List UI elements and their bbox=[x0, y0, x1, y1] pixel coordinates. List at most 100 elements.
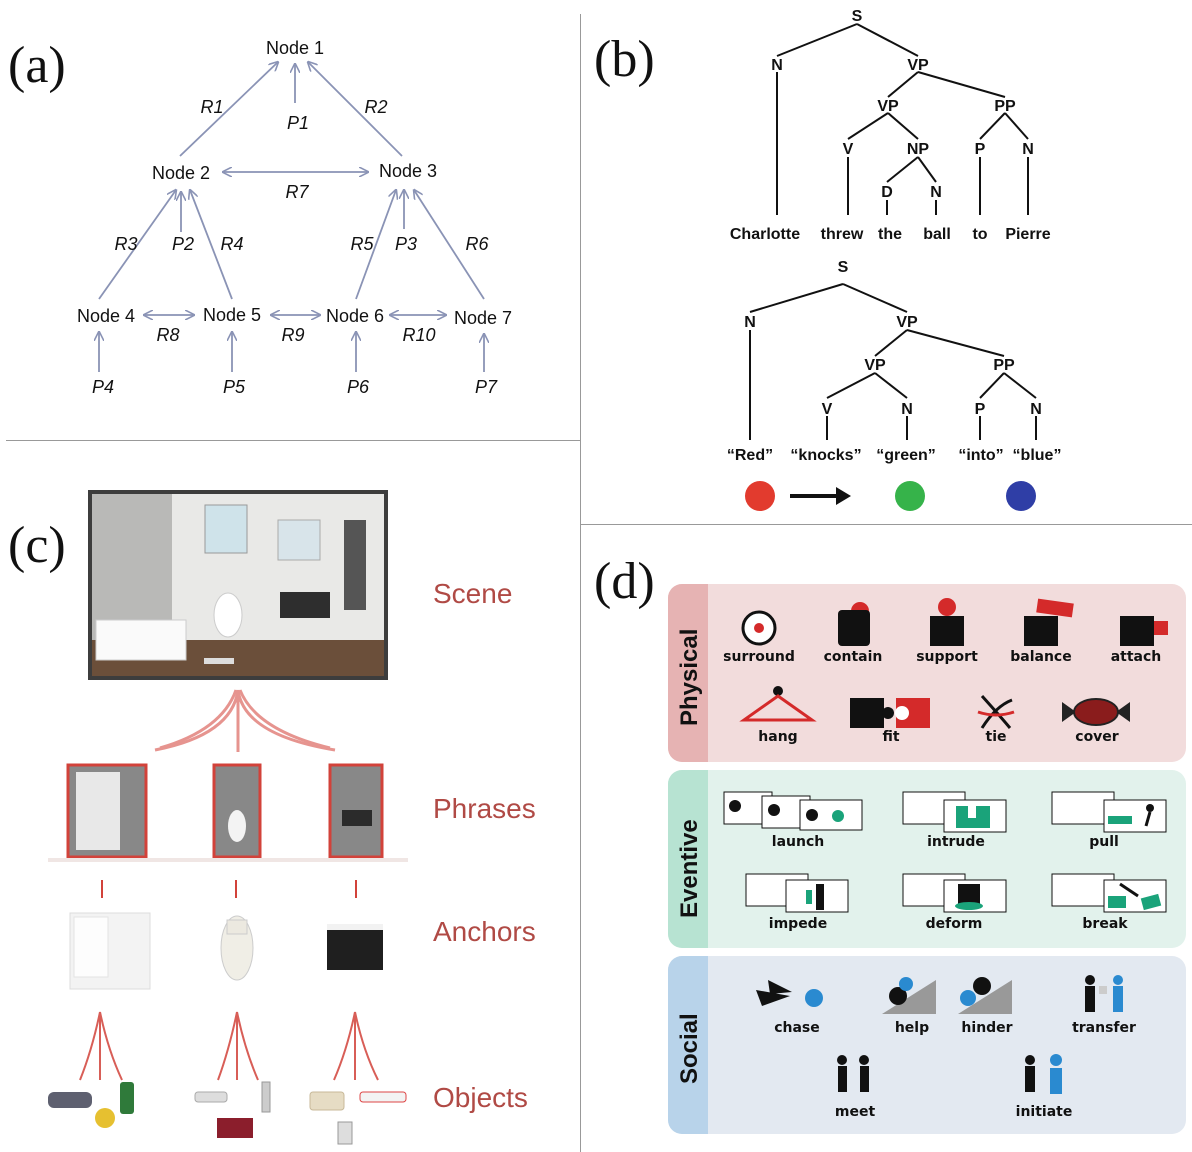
node-4: Node 4 bbox=[77, 306, 135, 326]
t2-word-1: “Red” bbox=[727, 447, 773, 464]
edge-r1 bbox=[179, 62, 278, 157]
support-icon bbox=[930, 598, 964, 646]
t1-np: NP bbox=[907, 141, 930, 158]
node-6: Node 6 bbox=[326, 306, 384, 326]
caption-meet: meet bbox=[834, 1104, 876, 1120]
parse-tree-2 bbox=[749, 283, 1037, 440]
label-r3: R3 bbox=[114, 234, 137, 254]
panel-d-label: (d) bbox=[594, 553, 655, 610]
t1-pp: PP bbox=[994, 98, 1016, 115]
parse-tree-1 bbox=[776, 23, 1029, 215]
t1-v: V bbox=[843, 141, 854, 158]
caption-support: support bbox=[916, 649, 978, 665]
edge-r3 bbox=[98, 190, 176, 300]
launch-icon bbox=[723, 791, 863, 831]
t2-pp: PP bbox=[993, 357, 1015, 374]
panel-d-icons bbox=[723, 598, 1168, 1094]
label-p4: P4 bbox=[92, 377, 114, 397]
layer-label-scene: Scene bbox=[433, 578, 513, 609]
t2-n: N bbox=[744, 314, 756, 331]
node-3: Node 3 bbox=[379, 161, 437, 181]
edge-r4 bbox=[190, 190, 233, 300]
tie-icon bbox=[977, 694, 1015, 729]
panel-c-scene-hierarchy bbox=[48, 490, 408, 1145]
t2-v: V bbox=[822, 401, 833, 418]
label-p6: P6 bbox=[347, 377, 370, 397]
caption-break: break bbox=[1082, 916, 1128, 932]
t1-word-5: to bbox=[972, 226, 987, 243]
label-p7: P7 bbox=[475, 377, 498, 397]
caption-cover: cover bbox=[1075, 729, 1119, 745]
t2-word-3: “green” bbox=[876, 447, 936, 464]
edge-r2 bbox=[308, 62, 403, 157]
initiate-icon bbox=[1025, 1054, 1062, 1094]
caption-deform: deform bbox=[925, 916, 983, 932]
divider-vertical bbox=[580, 14, 581, 1152]
break-icon bbox=[1051, 873, 1167, 913]
t2-word-5: “blue” bbox=[1013, 447, 1062, 464]
label-p5: P5 bbox=[223, 377, 246, 397]
t1-s: S bbox=[852, 8, 863, 25]
t1-vp: VP bbox=[907, 57, 929, 74]
t1-word-4: ball bbox=[923, 226, 951, 243]
node-5: Node 5 bbox=[203, 305, 261, 325]
panel-a-graph: Node 1 Node 2 Node 3 Node 4 Node 5 Node … bbox=[77, 38, 512, 397]
caption-fit: fit bbox=[882, 729, 900, 745]
hinder-icon bbox=[958, 977, 1012, 1014]
caption-chase: chase bbox=[774, 1020, 820, 1036]
label-r5: R5 bbox=[350, 234, 374, 254]
node-2: Node 2 bbox=[152, 163, 210, 183]
phrase-images bbox=[48, 763, 408, 862]
divider-right-horizontal bbox=[581, 524, 1192, 525]
caption-pull: pull bbox=[1089, 834, 1119, 850]
label-p3: P3 bbox=[395, 234, 417, 254]
edge-r5 bbox=[355, 190, 396, 300]
contain-icon bbox=[838, 602, 870, 646]
t1-n: N bbox=[771, 57, 783, 74]
t2-n3: N bbox=[1030, 401, 1042, 418]
label-r10: R10 bbox=[402, 325, 435, 345]
t1-word-1: Charlotte bbox=[730, 226, 800, 243]
transfer-icon bbox=[1085, 975, 1123, 1012]
t2-word-4: “into” bbox=[958, 447, 1003, 464]
t2-word-2: “knocks” bbox=[790, 447, 861, 464]
meet-icon bbox=[837, 1055, 869, 1092]
t1-p: P bbox=[975, 141, 986, 158]
caption-contain: contain bbox=[823, 649, 883, 665]
t1-word-2: threw bbox=[821, 226, 864, 243]
caption-hinder: hinder bbox=[961, 1020, 1013, 1036]
pull-icon bbox=[1051, 791, 1167, 833]
t1-d: D bbox=[881, 184, 893, 201]
caption-attach: attach bbox=[1110, 649, 1162, 665]
t2-vp: VP bbox=[896, 314, 918, 331]
t2-s: S bbox=[838, 259, 849, 276]
label-r9: R9 bbox=[281, 325, 304, 345]
scene-image bbox=[88, 490, 388, 680]
ball-green bbox=[895, 481, 925, 511]
t1-n3: N bbox=[930, 184, 942, 201]
anchor-images bbox=[69, 912, 383, 990]
arrow-knocks-head bbox=[836, 487, 851, 505]
caption-intrude: intrude bbox=[927, 834, 985, 850]
intrude-icon bbox=[902, 791, 1007, 833]
caption-surround: surround bbox=[723, 649, 795, 665]
caption-transfer: transfer bbox=[1072, 1020, 1136, 1036]
label-r4: R4 bbox=[220, 234, 243, 254]
label-r6: R6 bbox=[465, 234, 489, 254]
deform-icon bbox=[902, 873, 1007, 913]
divider-left-horizontal bbox=[6, 440, 580, 441]
caption-hang: hang bbox=[758, 729, 798, 745]
t2-vp2: VP bbox=[864, 357, 886, 374]
ball-blue bbox=[1006, 481, 1036, 511]
caption-balance: balance bbox=[1010, 649, 1072, 665]
label-r2: R2 bbox=[364, 97, 387, 117]
label-r1: R1 bbox=[200, 97, 223, 117]
label-r8: R8 bbox=[156, 325, 179, 345]
caption-launch: launch bbox=[771, 834, 825, 850]
impede-icon bbox=[745, 873, 849, 913]
label-p1: P1 bbox=[287, 113, 309, 133]
object-images bbox=[48, 1081, 407, 1145]
surround-icon bbox=[741, 610, 777, 646]
edge-r6 bbox=[414, 190, 485, 300]
panel-a-label: (a) bbox=[8, 37, 66, 94]
